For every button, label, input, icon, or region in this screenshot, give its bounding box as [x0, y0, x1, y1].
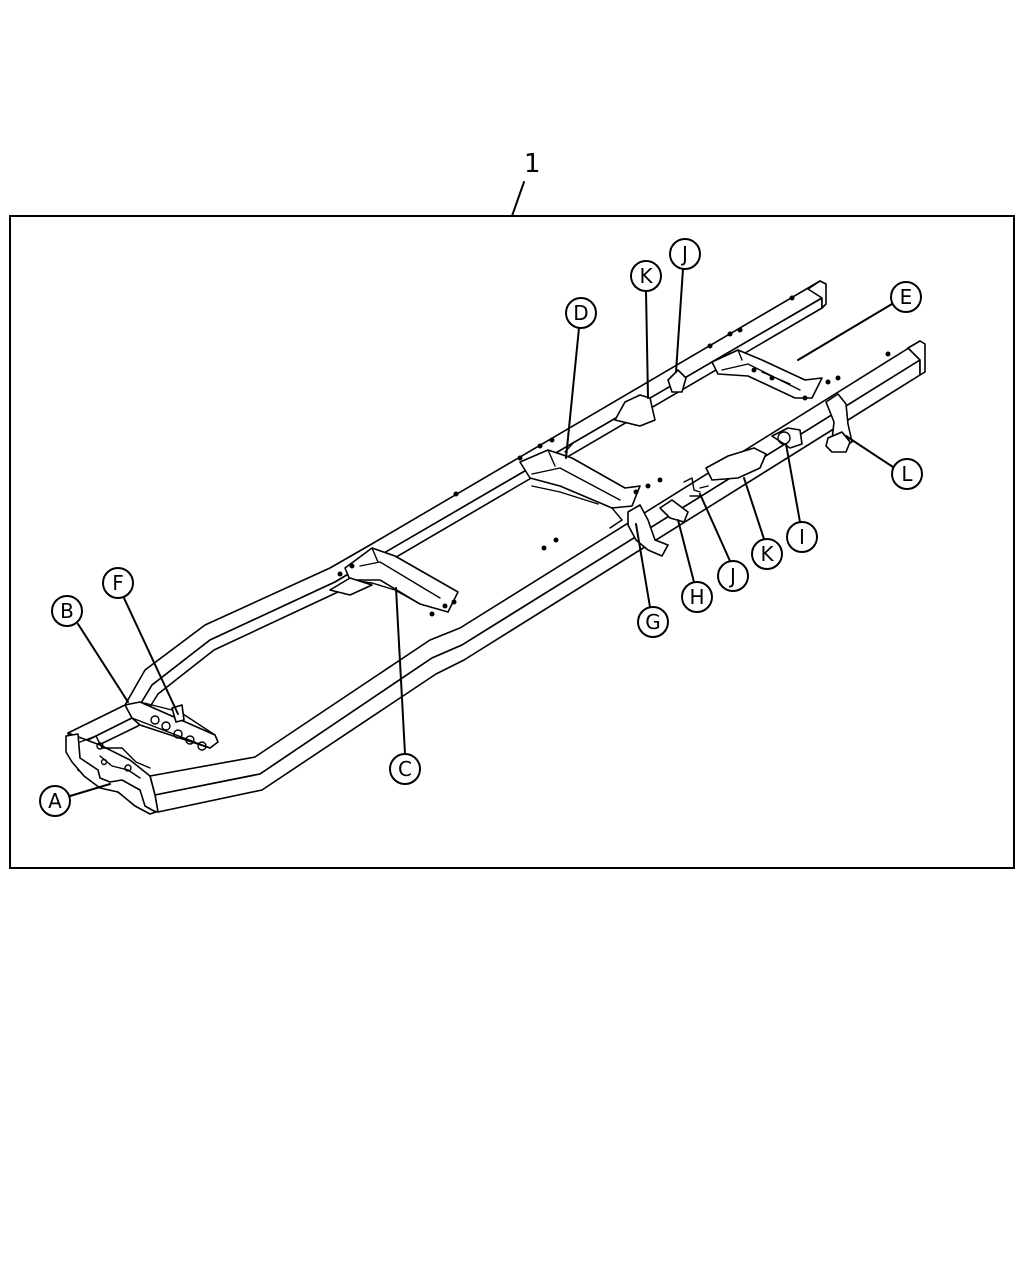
- callout-circle: [630, 260, 662, 292]
- callout-j-11: J: [717, 560, 749, 592]
- crossmember-c: [344, 547, 459, 613]
- near-rail-top: [149, 340, 921, 796]
- crossmember-b-hole-1: [150, 715, 160, 725]
- crossmember-b-hole-5: [197, 741, 207, 751]
- assembly-number: 1: [524, 149, 541, 179]
- leader-g: [635, 523, 651, 608]
- callout-e-7: E: [890, 281, 922, 313]
- callout-circle: [637, 606, 669, 638]
- leader-f: [123, 597, 179, 715]
- callout-l-8: L: [891, 458, 923, 490]
- crossmember-b-hole-4: [185, 735, 195, 745]
- chassis-frame: [65, 280, 926, 815]
- crossmember-e-detail: [721, 349, 801, 391]
- callout-circle: [669, 238, 701, 270]
- far-rail-rear-end: [807, 280, 827, 309]
- bracket-g: [627, 504, 669, 557]
- far-rail-holes: [337, 295, 795, 577]
- callout-j-6: J: [669, 238, 701, 270]
- leader-j-far: [675, 268, 684, 373]
- callout-b-1: B: [51, 595, 83, 627]
- callout-letter: D: [573, 301, 588, 325]
- callout-d-4: D: [565, 297, 597, 329]
- near-rail-holes: [429, 351, 891, 617]
- callout-circle: [39, 785, 71, 817]
- rear-hanger-l: [825, 393, 853, 449]
- crossmember-c-lower: [329, 577, 373, 596]
- leader-k-near: [743, 477, 765, 540]
- callout-letter: E: [900, 285, 913, 309]
- callout-letter: A: [48, 789, 62, 813]
- callout-circle: [890, 281, 922, 313]
- leader-i: [785, 443, 801, 523]
- bracket-k-near: [705, 447, 767, 481]
- callout-letter: J: [680, 242, 688, 266]
- rear-shackle-l: [825, 431, 851, 453]
- leader-b: [77, 623, 129, 703]
- callout-f-2: F: [102, 567, 134, 599]
- crossmember-b-hole-3: [173, 729, 183, 739]
- leader-h: [677, 519, 695, 583]
- leader-a: [69, 783, 111, 797]
- callout-circle: [891, 458, 923, 490]
- callout-g-13: G: [637, 606, 669, 638]
- leader-k-far: [645, 290, 649, 399]
- callout-letter: L: [901, 462, 913, 486]
- far-spring-hanger-k: [614, 394, 656, 427]
- leader-j-near: [699, 493, 731, 562]
- callout-circle: [681, 581, 713, 613]
- assembly-border: [9, 215, 1015, 869]
- callout-circle: [51, 595, 83, 627]
- leader-c: [395, 587, 406, 755]
- assembly-leader: [511, 181, 525, 217]
- callout-letter: K: [639, 264, 653, 288]
- front-hole-3: [100, 758, 108, 766]
- callout-letter: F: [112, 571, 124, 595]
- callout-a-0: A: [39, 785, 71, 817]
- callout-k-10: K: [751, 538, 783, 570]
- leader-lines: [69, 268, 894, 797]
- callout-letter: B: [60, 599, 74, 623]
- callout-k-5: K: [630, 260, 662, 292]
- front-hole-2: [124, 764, 132, 772]
- callout-c-3: C: [389, 753, 421, 785]
- front-bumper-bracket: [65, 733, 157, 815]
- callout-letter: I: [799, 525, 805, 549]
- front-hole-1: [96, 742, 104, 750]
- leader-d: [565, 327, 580, 459]
- crossmember-e-hole-1: [751, 367, 757, 373]
- bracket-h: [659, 499, 689, 523]
- crossmember-e-hole-2: [769, 375, 775, 381]
- callout-letter: C: [398, 757, 412, 781]
- callout-letter: G: [645, 610, 661, 634]
- bracket-i-eye: [777, 431, 791, 445]
- callout-h-12: H: [681, 581, 713, 613]
- callout-circle: [102, 567, 134, 599]
- leader-e: [797, 303, 893, 361]
- callout-i-9: I: [786, 521, 818, 553]
- callout-circle: [717, 560, 749, 592]
- far-rail-web: [71, 297, 823, 757]
- callout-circle: [389, 753, 421, 785]
- callout-circle: [751, 538, 783, 570]
- callout-letter: K: [760, 542, 774, 566]
- leader-l: [845, 435, 894, 468]
- crossmember-d-detail: [531, 441, 623, 529]
- bracket-j-near: [683, 477, 709, 497]
- crossmember-b-hole-2: [161, 721, 171, 731]
- callout-letter: H: [689, 585, 704, 609]
- callout-circle: [565, 297, 597, 329]
- callout-circle: [786, 521, 818, 553]
- near-rail-rear-end: [907, 340, 926, 376]
- callout-letter: J: [728, 564, 736, 588]
